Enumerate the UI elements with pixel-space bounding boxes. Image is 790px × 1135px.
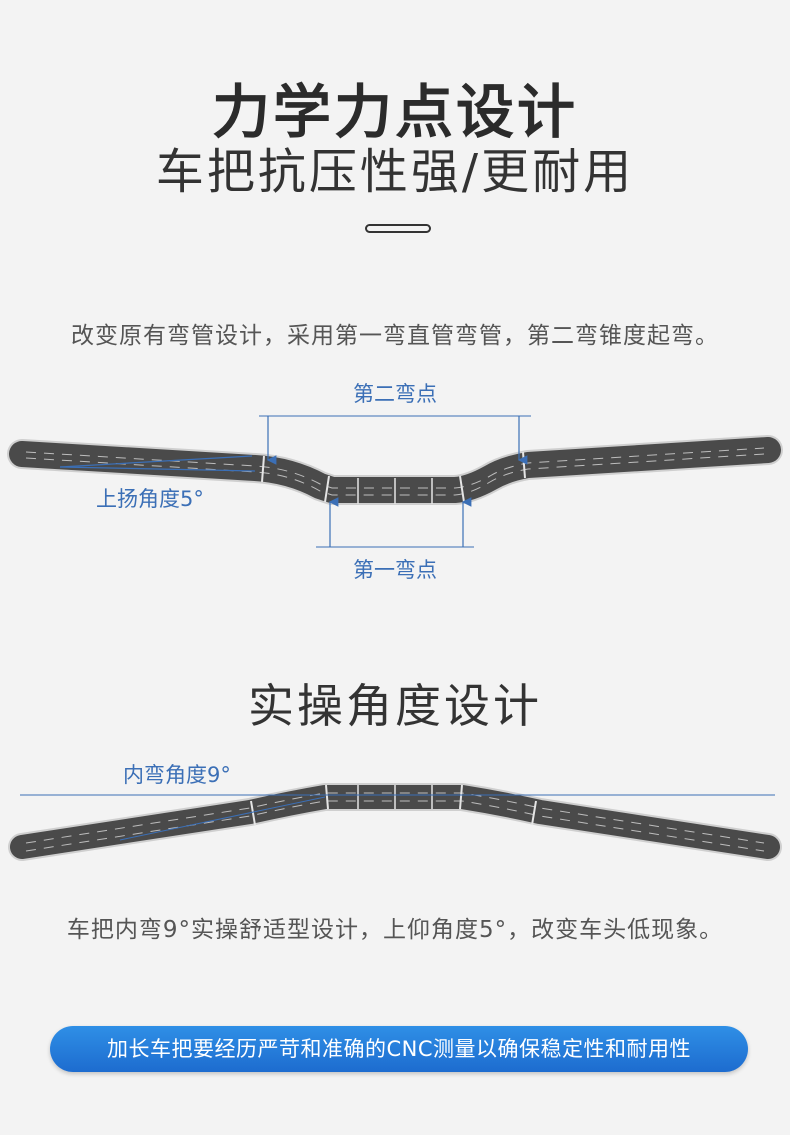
section2-description: 车把内弯9°实操舒适型设计，上仰角度5°，改变车头低现象。 [66,917,724,943]
label-rise-angle: 上扬角度5° [96,487,204,511]
label-second-bend: 第二弯点 [353,382,437,406]
handlebar-shape-2 [8,783,782,861]
section2-title: 实操角度设计 [248,679,542,733]
page-subtitle: 车把抗压性强/更耐用 [155,144,635,200]
banner-text: 加长车把要经历严苛和准确的CNC测量以确保稳定性和耐用性 [106,1037,692,1061]
page-title: 力学力点设计 [211,78,578,146]
handlebar-rise-diagram [7,415,783,548]
first-bend-marker [316,497,474,548]
handlebar-shape-1 [7,435,783,505]
info-banner: 加长车把要经历严苛和准确的CNC测量以确保稳定性和耐用性 [50,1026,748,1072]
handlebar-sweep-diagram [8,783,782,861]
second-bend-marker [259,415,531,465]
section1-description: 改变原有弯管设计，采用第一弯直管弯管，第二弯锥度起弯。 [71,323,719,349]
rise-angle-lines [59,455,256,472]
label-first-bend: 第一弯点 [353,558,437,582]
divider-pill [365,224,431,233]
label-inward-angle: 内弯角度9° [123,763,231,787]
inward-angle-lines [20,794,775,841]
